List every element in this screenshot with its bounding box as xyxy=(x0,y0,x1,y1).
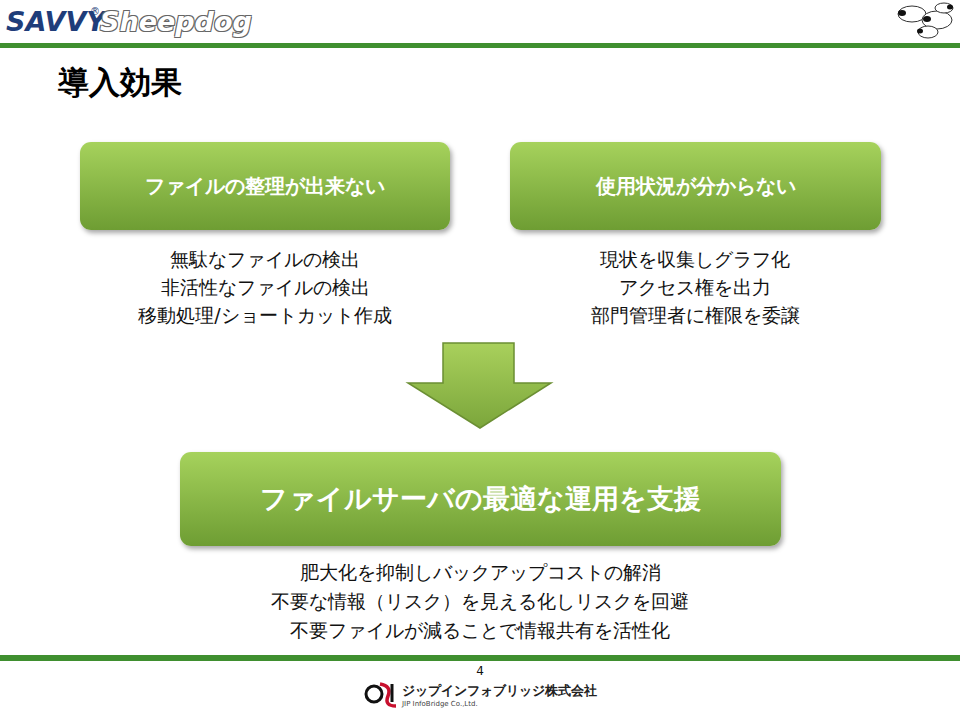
result-box: ファイルサーバの最適な運用を支援 xyxy=(180,452,781,546)
company-mark xyxy=(366,684,396,706)
product-logo: Sheepdog xyxy=(100,6,252,38)
effect-item: アクセス権を出力 xyxy=(619,276,771,299)
box-text: ファイルサーバの最適な運用を支援 xyxy=(260,481,701,517)
footer-rule xyxy=(0,655,960,661)
box-text: ファイルの整理が出来ない xyxy=(145,173,385,200)
block-arrow xyxy=(408,343,551,428)
benefit-item: 不要な情報（リスク）を見える化しリスクを回避 xyxy=(271,590,689,613)
issue-box: 使用状況が分からない xyxy=(510,142,881,230)
slide-title: 導入効果 xyxy=(58,62,182,104)
page-number: 4 xyxy=(476,664,484,678)
benefit-item: 肥大化を抑制しバックアップコストの解消 xyxy=(300,561,661,584)
benefit-item: 不要ファイルが減ることで情報共有を活性化 xyxy=(290,619,670,642)
company-name-en: JIP InfoBridge Co.,Ltd. xyxy=(402,700,478,708)
effect-item: 非活性なファイルの検出 xyxy=(161,276,370,299)
company-name: ジップインフォブリッジ株式会社 xyxy=(402,683,597,699)
box-text: 使用状況が分からない xyxy=(596,173,796,200)
effect-item: 移動処理/ショートカット作成 xyxy=(138,304,391,327)
header-rule xyxy=(0,43,960,48)
issue-box: ファイルの整理が出来ない xyxy=(80,142,450,230)
effect-item: 無駄なファイルの検出 xyxy=(170,248,360,271)
sheep-illustration xyxy=(898,3,953,38)
effect-item: 部門管理者に権限を委譲 xyxy=(591,304,800,327)
effect-item: 現状を収集しグラフ化 xyxy=(600,248,790,271)
registered-mark: ® xyxy=(90,6,100,18)
